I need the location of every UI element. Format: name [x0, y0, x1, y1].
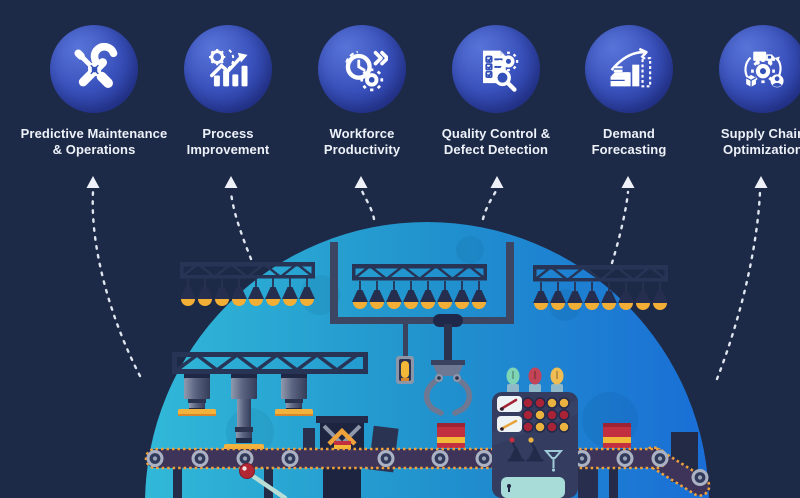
- flow-arrows: [91, 189, 762, 381]
- workforce-productivity-badge: [318, 25, 406, 113]
- panel-gauge-top: [497, 396, 522, 412]
- flow-arrowheads: [86, 176, 768, 188]
- wrench-screwdriver-chip-icon: [74, 43, 118, 88]
- process-improvement-badge: [184, 25, 272, 113]
- flow-arrow: [481, 189, 498, 221]
- flow-arrow: [715, 190, 762, 381]
- gear-growth-chart-icon: [209, 48, 248, 87]
- demand-forecasting-badge: [585, 25, 673, 113]
- gantry-frame: [330, 242, 514, 327]
- signal-lamp: [396, 324, 414, 384]
- flow-arrow: [610, 190, 630, 265]
- pick-arm: [239, 463, 288, 498]
- quality-control-badge: [452, 25, 540, 113]
- panel-bulbs: [506, 367, 564, 393]
- checklist-gear-magnifier-icon: [483, 50, 519, 92]
- predictive-maintenance-badge: [50, 25, 138, 113]
- press-machine-2: [224, 374, 264, 452]
- control-panel: [492, 367, 578, 498]
- panel-gauge-bottom: [497, 416, 522, 432]
- supply-chain-badge: [719, 25, 800, 113]
- press-gantry-truss: [172, 352, 368, 374]
- use-case-label: Predictive Maintenance& Operations: [20, 126, 168, 157]
- use-case-predictive-maintenance: Predictive Maintenance& Operations: [9, 25, 179, 157]
- press-machine-3: [275, 374, 313, 416]
- panel-indicator-lights: [522, 397, 570, 433]
- flow-arrow: [360, 189, 376, 221]
- crate: [437, 423, 465, 448]
- flow-arrow: [229, 190, 253, 261]
- use-case-label: Quality Control &Defect Detection: [441, 126, 551, 157]
- robotic-claw: [423, 324, 473, 416]
- flow-arrow: [91, 190, 142, 378]
- clock-gear-fast-forward-icon: [345, 50, 388, 92]
- panel-screen: [501, 477, 565, 498]
- boxes-bar-chart-trend-icon: [610, 47, 652, 88]
- truck-gear-person-cycle-icon: [744, 51, 784, 88]
- crate: [603, 423, 631, 448]
- use-case-quality-control: Quality Control &Defect Detection: [411, 25, 581, 157]
- press-machine-1: [178, 374, 216, 416]
- panel-levers: [506, 437, 564, 472]
